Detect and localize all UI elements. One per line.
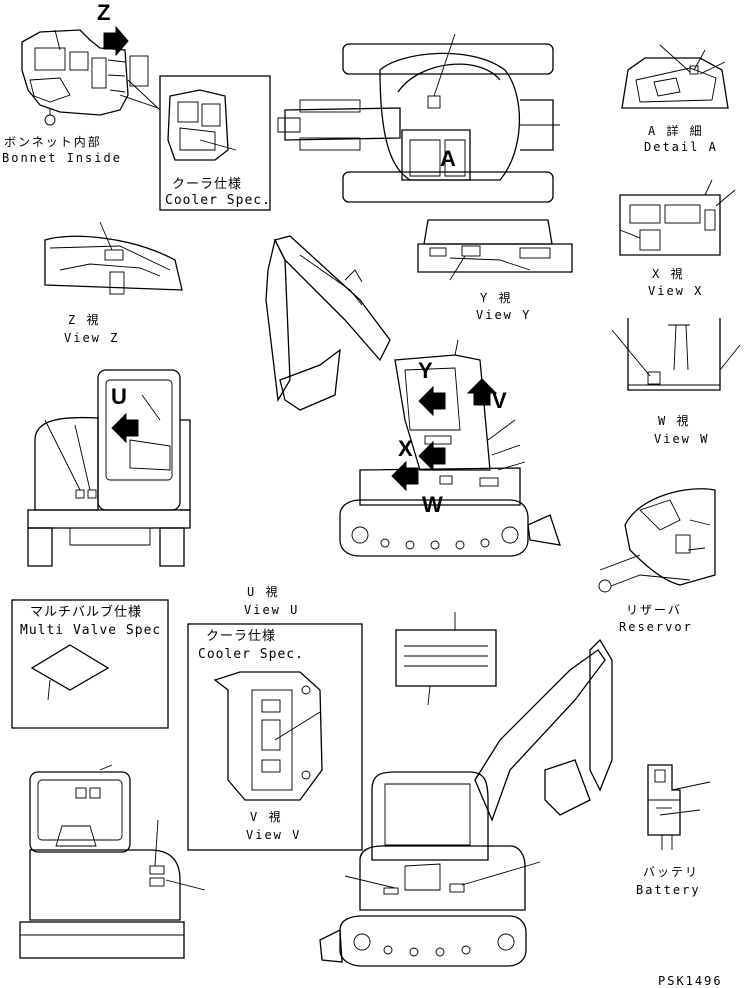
view-v-jp: V 視	[250, 810, 283, 824]
arrow-y-icon	[418, 385, 446, 417]
view-z-drawing	[44, 221, 183, 295]
battery-jp: バッテリ	[643, 865, 700, 879]
view-y-jp: Y 視	[480, 291, 513, 305]
arrow-x-icon	[418, 440, 446, 472]
multi-valve-en: Multi Valve Spec	[20, 623, 162, 638]
multi-valve-box	[11, 599, 169, 729]
drawing-code: PSK1496	[658, 974, 723, 988]
multi-valve-diamond	[30, 644, 110, 691]
view-u-jp: U 視	[247, 585, 280, 599]
view-w-en: View W	[654, 432, 710, 446]
cooler-spec-drawing-1	[167, 89, 237, 161]
callout-a: A	[440, 146, 456, 171]
view-x-drawing	[619, 179, 736, 256]
top-view-excavator-drawing	[277, 33, 560, 203]
cooler-spec-1-jp: クーラ仕様	[172, 177, 243, 192]
view-w-drawing	[611, 318, 741, 391]
view-z-en: View Z	[64, 331, 120, 345]
arrow-v-icon	[466, 378, 498, 406]
callout-u: U	[111, 384, 127, 409]
arrow-w-icon	[391, 460, 419, 492]
callout-w: W	[422, 492, 443, 517]
detail-a-en: Detail A	[644, 140, 718, 154]
multi-valve-jp: マルチバルブ仕様	[30, 605, 143, 620]
callout-x: X	[398, 436, 413, 461]
view-y-drawing	[417, 219, 573, 281]
label-panel-drawing	[395, 612, 497, 706]
reservor-drawing	[598, 488, 716, 593]
callout-z: Z	[97, 0, 111, 25]
cooler-spec-2-jp: クーラ仕様	[206, 629, 277, 644]
rear-view-excavator-drawing	[19, 764, 206, 959]
front-view-excavator-drawing	[27, 369, 191, 567]
detail-a-jp: A 詳 細	[648, 124, 704, 138]
callout-y: Y	[418, 358, 433, 383]
bonnet-inside-jp: ボンネット内部	[4, 135, 102, 149]
view-w-jp: W 視	[658, 414, 691, 428]
bonnet-inside-en: Bonnet Inside	[2, 151, 122, 165]
arrow-u-icon	[111, 412, 139, 444]
view-v-en: View V	[246, 828, 302, 842]
view-y-en: View Y	[476, 308, 532, 322]
view-x-en: View X	[648, 284, 704, 298]
view-x-jp: X 視	[652, 267, 685, 281]
cooler-spec-box-2	[187, 623, 363, 851]
reservor-jp: リザーバ	[626, 603, 682, 617]
cooler-spec-2-en: Cooler Spec.	[198, 647, 304, 662]
arrow-z-icon	[103, 25, 129, 57]
battery-drawing	[647, 764, 711, 850]
right-side-excavator-drawing	[319, 638, 613, 967]
bonnet-inside-drawing	[21, 29, 161, 126]
detail-a-drawing	[621, 44, 729, 109]
cooler-spec-1-en: Cooler Spec.	[165, 193, 271, 208]
view-u-en: View U	[244, 603, 300, 617]
battery-en: Battery	[636, 883, 701, 897]
callout-v: V	[492, 388, 507, 413]
cooler-spec-box-1	[159, 75, 271, 211]
view-z-jp: Z 視	[68, 313, 101, 327]
cooler-spec-drawing-2	[213, 671, 323, 801]
reservor-en: Reservor	[619, 620, 693, 634]
side-view-excavator-drawing	[265, 235, 561, 557]
